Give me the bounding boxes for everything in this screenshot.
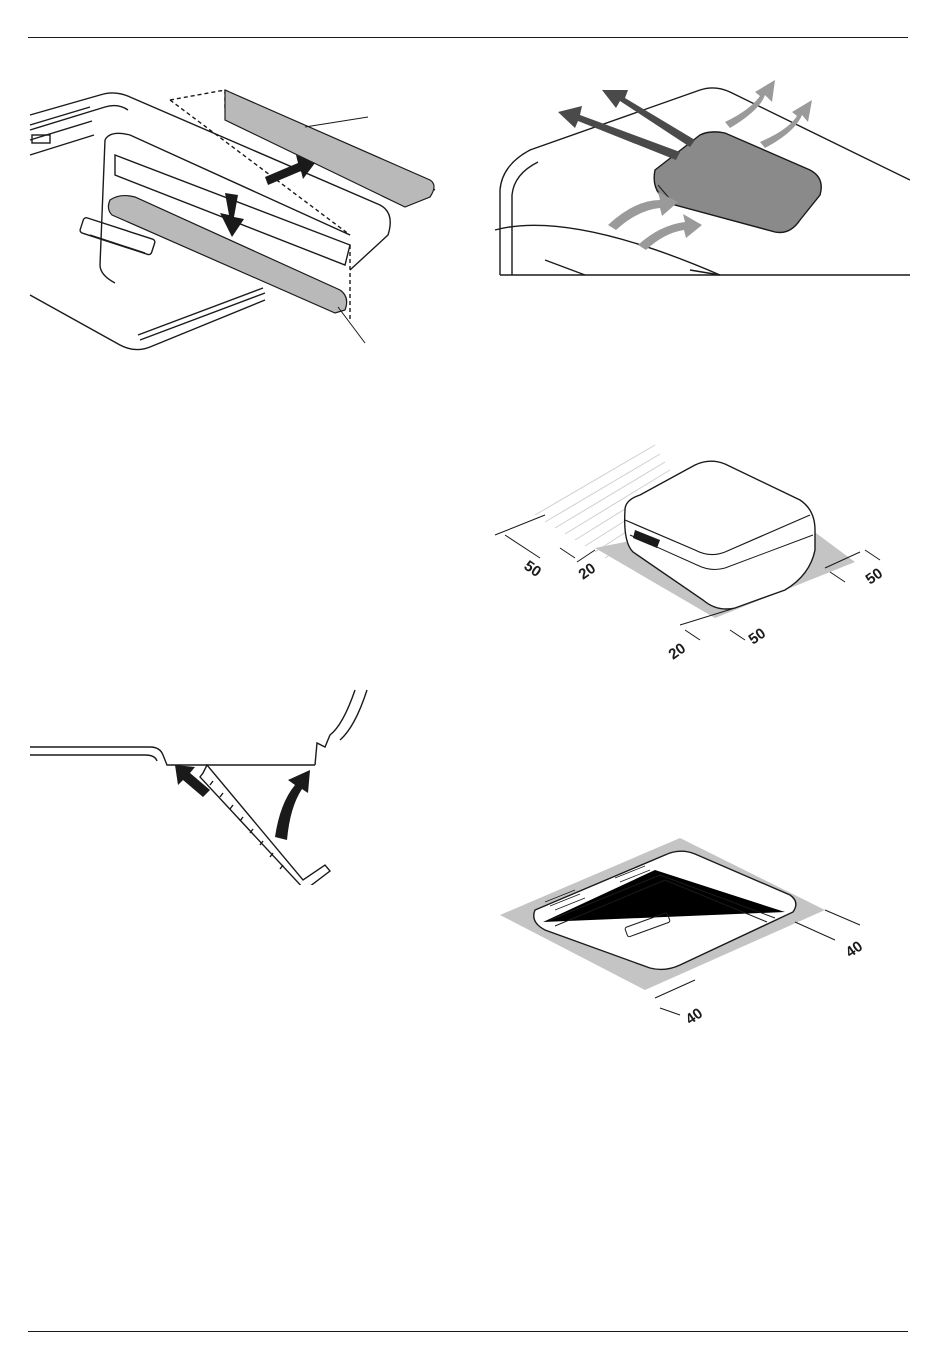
figure-filter-insertion (20, 85, 440, 375)
dim-side-label: 50 (521, 557, 544, 580)
dim-interior-right-label: 40 (843, 938, 866, 961)
figure-clearance-interior: 40 40 (495, 830, 895, 1030)
figure-airflow (490, 70, 910, 280)
figure-clip-detail (25, 685, 385, 885)
dim-front-small-label: 20 (666, 640, 689, 663)
dim-right-label: 50 (863, 565, 886, 588)
dim-back-label: 20 (576, 560, 599, 583)
header-rule (28, 37, 908, 38)
dim-front-label: 50 (746, 625, 769, 648)
dim-interior-front-label: 40 (683, 1005, 706, 1028)
footer-rule (28, 1331, 908, 1332)
figure-clearance-roof: 50 20 50 50 20 (485, 440, 905, 670)
